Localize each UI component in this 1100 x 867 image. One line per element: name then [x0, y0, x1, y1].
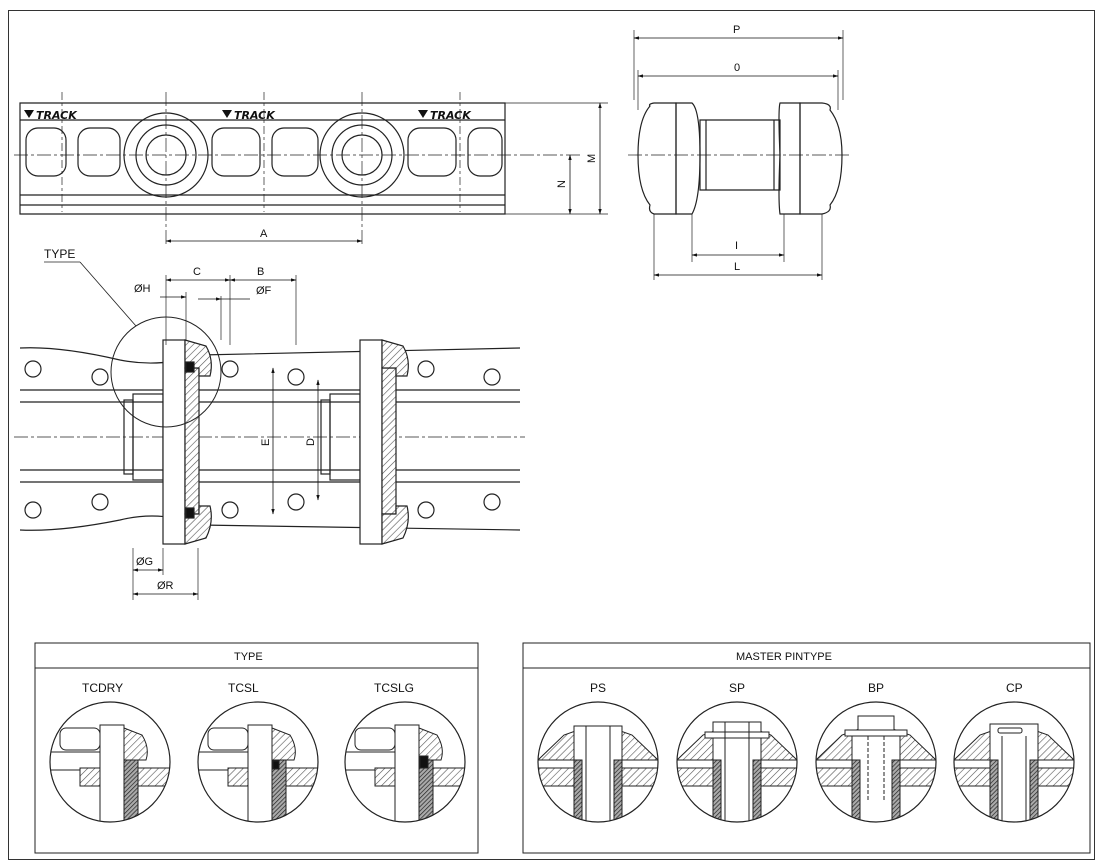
- dim-M: M: [586, 102, 602, 215]
- svg-text:TRACK: TRACK: [430, 109, 472, 122]
- logo-2: TRACK: [222, 109, 276, 122]
- dim-O: 0: [637, 62, 839, 78]
- svg-text:N: N: [556, 180, 568, 188]
- type-tcdry-detail: TCDRY: [49, 681, 171, 823]
- dim-G: ØG: [132, 556, 164, 572]
- svg-text:TRACK: TRACK: [234, 109, 276, 122]
- dim-L: L: [653, 261, 823, 277]
- dim-D: D: [305, 379, 320, 501]
- dim-C: C: [165, 266, 231, 282]
- svg-text:TCDRY: TCDRY: [82, 681, 123, 695]
- master-pin-panel: MASTER PINTYPE: [522, 642, 1091, 854]
- svg-text:MASTER PINTYPE: MASTER PINTYPE: [736, 651, 832, 663]
- master-pin-bp-detail: BP: [815, 681, 937, 823]
- master-pin-cp-detail: CP: [953, 681, 1075, 823]
- dim-H: ØH: [134, 283, 187, 299]
- svg-text:B: B: [257, 266, 264, 278]
- svg-text:C: C: [193, 266, 201, 278]
- svg-text:L: L: [734, 261, 740, 273]
- dim-B: B: [229, 266, 297, 282]
- master-pin-ps-detail: PS: [537, 681, 659, 823]
- svg-text:A: A: [260, 228, 268, 240]
- svg-text:M: M: [586, 154, 598, 163]
- logo-3: TRACK: [418, 109, 472, 122]
- dim-F: ØF: [198, 285, 272, 301]
- svg-text:ØR: ØR: [157, 580, 174, 592]
- dim-E: E: [260, 367, 275, 515]
- svg-text:P: P: [733, 24, 740, 36]
- dim-P: P: [633, 24, 844, 40]
- dim-R: ØR: [132, 580, 199, 596]
- svg-text:ØH: ØH: [134, 283, 151, 295]
- svg-text:D: D: [305, 438, 317, 446]
- svg-text:E: E: [260, 439, 272, 446]
- dim-A: A: [165, 228, 363, 243]
- svg-text:I: I: [735, 240, 738, 252]
- svg-text:PS: PS: [590, 681, 606, 695]
- dim-I: I: [691, 240, 785, 257]
- svg-text:0: 0: [734, 62, 740, 74]
- svg-text:ØG: ØG: [136, 556, 153, 568]
- svg-text:TCSLG: TCSLG: [374, 681, 414, 695]
- svg-text:TRACK: TRACK: [36, 109, 78, 122]
- type-tcslg-detail: TCSLG: [344, 681, 466, 823]
- svg-text:BP: BP: [868, 681, 884, 695]
- section-view: [14, 261, 525, 600]
- logo-1: TRACK: [24, 109, 78, 122]
- dim-N: N: [556, 154, 572, 215]
- type-tcsl-detail: TCSL: [197, 681, 319, 823]
- drawing-frame: [8, 10, 1095, 860]
- svg-text:TYPE: TYPE: [234, 651, 263, 663]
- svg-text:CP: CP: [1006, 681, 1023, 695]
- type-panel: TYPE: [34, 642, 479, 854]
- svg-text:SP: SP: [729, 681, 745, 695]
- svg-text:TYPE: TYPE: [44, 247, 75, 261]
- master-pin-sp-detail: SP: [676, 681, 798, 823]
- top-view: [14, 92, 608, 246]
- type-callout-label: TYPE: [44, 247, 75, 261]
- svg-text:TCSL: TCSL: [228, 681, 259, 695]
- svg-text:ØF: ØF: [256, 285, 272, 297]
